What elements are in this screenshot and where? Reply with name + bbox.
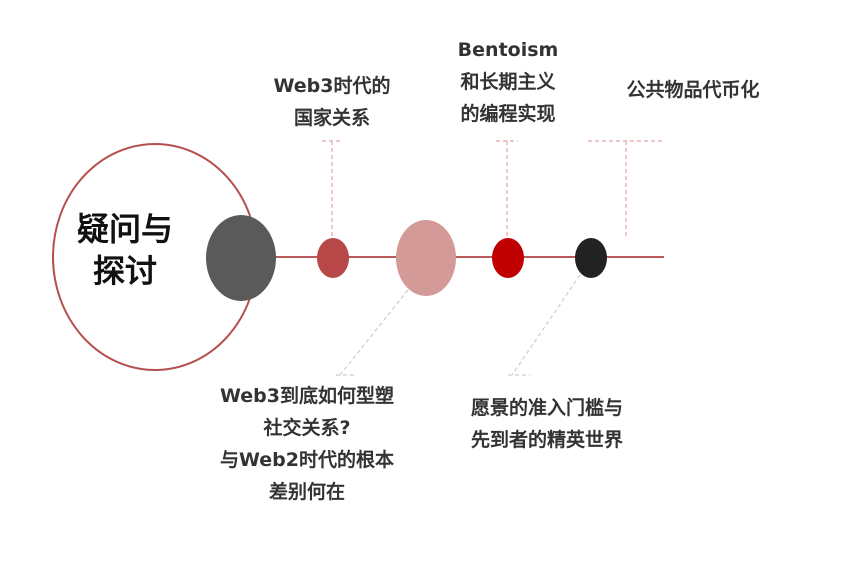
topic-2-line-2: 和长期主义	[460, 71, 556, 93]
topic-2-line-1: Bentoism	[457, 39, 559, 61]
node-crimson	[492, 238, 524, 278]
topic-5-line-2: 先到者的精英世界	[470, 429, 623, 451]
leader-topic-3	[588, 140, 664, 238]
node-gray	[206, 215, 276, 301]
topic-1-label: Web3时代的 国家关系	[262, 70, 402, 134]
node-black	[575, 238, 607, 278]
topic-2-line-3: 的编程实现	[460, 103, 556, 125]
topic-3-label: 公共物品代币化	[608, 74, 778, 106]
center-title-line-1: 疑问与	[76, 210, 173, 248]
topic-1-line-2: 国家关系	[293, 107, 370, 129]
topic-4-label: Web3到底如何型塑 社交关系? 与Web2时代的根本 差别何在	[212, 380, 402, 508]
topic-4-line-1: Web3到底如何型塑	[220, 385, 394, 407]
center-title-line-2: 探讨	[92, 252, 157, 290]
topic-5-label: 愿景的准入门槛与 先到者的精英世界	[452, 392, 642, 456]
topic-4-line-4: 差别何在	[268, 481, 345, 503]
leader-topic-1	[322, 140, 342, 240]
topic-5-line-1: 愿景的准入门槛与	[470, 397, 623, 419]
node-pink	[396, 220, 456, 296]
leader-topic-2	[496, 140, 518, 240]
leader-topic-4	[336, 289, 409, 376]
leader-topic-5	[508, 274, 581, 376]
topic-2-label: Bentoism 和长期主义 的编程实现	[438, 34, 578, 130]
topic-3-line-1: 公共物品代币化	[626, 79, 760, 101]
topic-1-line-1: Web3时代的	[273, 75, 391, 97]
center-title: 疑问与 探讨	[70, 208, 180, 292]
topic-4-line-2: 社交关系?	[263, 417, 351, 439]
topic-4-line-3: 与Web2时代的根本	[220, 449, 394, 471]
node-red	[317, 238, 349, 278]
